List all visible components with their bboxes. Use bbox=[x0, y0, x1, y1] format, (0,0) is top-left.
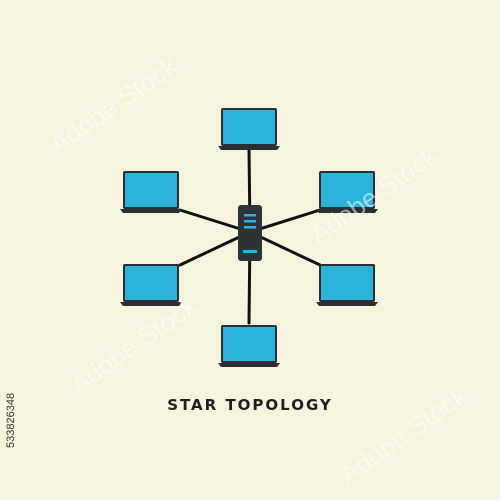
laptop-base bbox=[120, 209, 182, 213]
laptop-base bbox=[218, 363, 280, 367]
laptop-screen bbox=[125, 173, 177, 207]
laptop-screen bbox=[125, 266, 177, 300]
server-hub bbox=[238, 205, 262, 261]
laptop-base bbox=[218, 146, 280, 150]
laptop-top: laptop-icon bbox=[218, 108, 280, 150]
server-slot bbox=[244, 226, 256, 229]
laptop-bottom: laptop-icon bbox=[218, 325, 280, 367]
laptop-upper-left: laptop-icon bbox=[120, 171, 182, 213]
laptop-lower-right: laptop-icon bbox=[316, 264, 378, 306]
laptop-lower-left: laptop-icon bbox=[120, 264, 182, 306]
diagram-title: STAR TOPOLOGY bbox=[167, 396, 333, 414]
laptop-base bbox=[316, 209, 378, 213]
laptop-base bbox=[316, 302, 378, 306]
server-slot bbox=[244, 214, 256, 217]
server-led bbox=[243, 250, 257, 253]
laptop-nodes: laptop-icon laptop-icon laptop-icon laptop-… bbox=[120, 108, 378, 367]
laptop-upper-right: laptop-icon bbox=[316, 171, 378, 213]
server-slot bbox=[244, 220, 256, 223]
stock-id: 533826348 bbox=[5, 392, 17, 448]
laptop-screen bbox=[321, 173, 373, 207]
laptop-screen bbox=[321, 266, 373, 300]
laptop-screen bbox=[223, 110, 275, 144]
laptop-screen bbox=[223, 327, 275, 361]
laptop-base bbox=[120, 302, 182, 306]
server-icon bbox=[238, 205, 262, 261]
